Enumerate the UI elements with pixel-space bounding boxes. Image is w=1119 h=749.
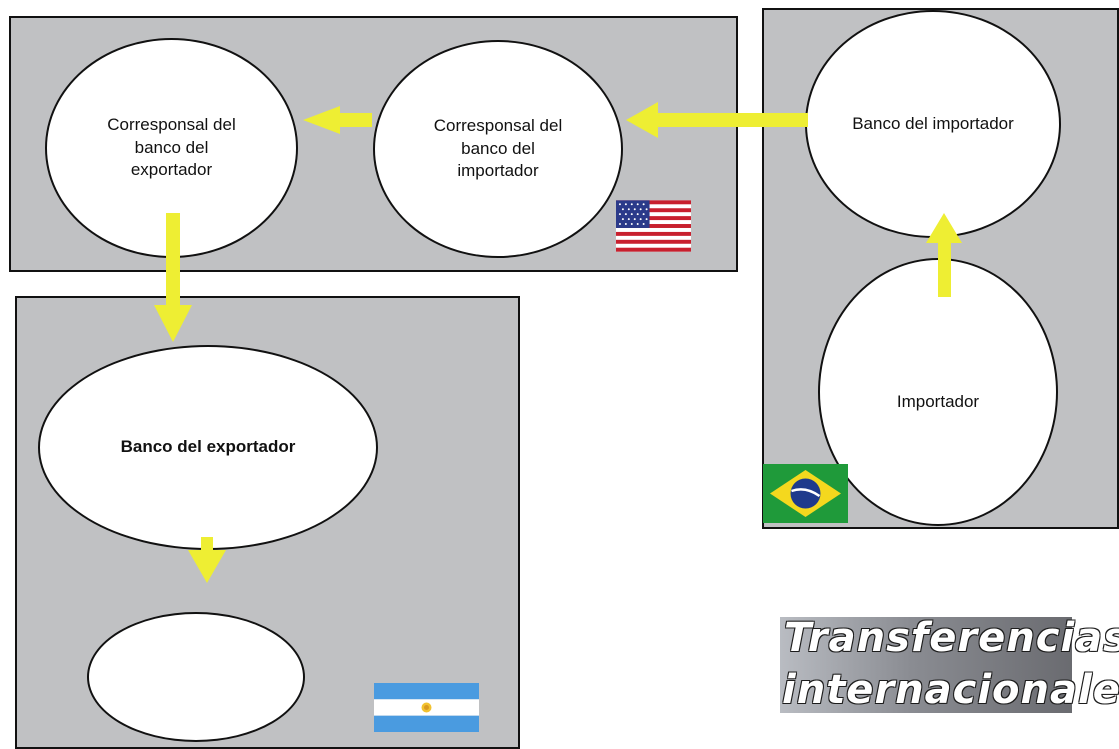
node-label-line: exportador	[130, 160, 213, 180]
node-label-line: Corresponsal del	[433, 115, 563, 135]
node-label-line: banco del	[134, 137, 209, 157]
node-label: Importador	[896, 391, 980, 411]
node-label: Banco del importador	[852, 113, 1014, 133]
arrow-left-importer-bank	[626, 102, 808, 138]
exporter-bank-node: Banco del exportador	[38, 345, 378, 550]
importer-bank-node: Banco del importador	[805, 10, 1061, 238]
arrow-down-to-exporter	[188, 537, 226, 583]
usa-flag-icon	[616, 200, 691, 252]
arrow-left-correspondent	[303, 106, 372, 134]
arrow-down-to-exporter-bank	[154, 213, 192, 342]
title-line-1: Transferencias	[784, 615, 1119, 661]
node-label-line: banco del	[461, 138, 535, 158]
arrow-up-to-importer-bank	[926, 213, 962, 297]
brazil-flag-icon	[763, 464, 848, 523]
correspondent-importer-bank-node: Corresponsal del banco del importador	[373, 40, 623, 258]
title-box: Transferencias internacionales	[780, 615, 1119, 713]
title-line-2: internacionales	[782, 667, 1119, 713]
node-label-line: importador	[457, 161, 539, 181]
exporter-node	[87, 612, 305, 742]
node-label-line: Corresponsal del	[107, 114, 236, 134]
node-label: Banco del exportador	[120, 437, 296, 457]
argentina-flag-icon	[374, 683, 479, 732]
